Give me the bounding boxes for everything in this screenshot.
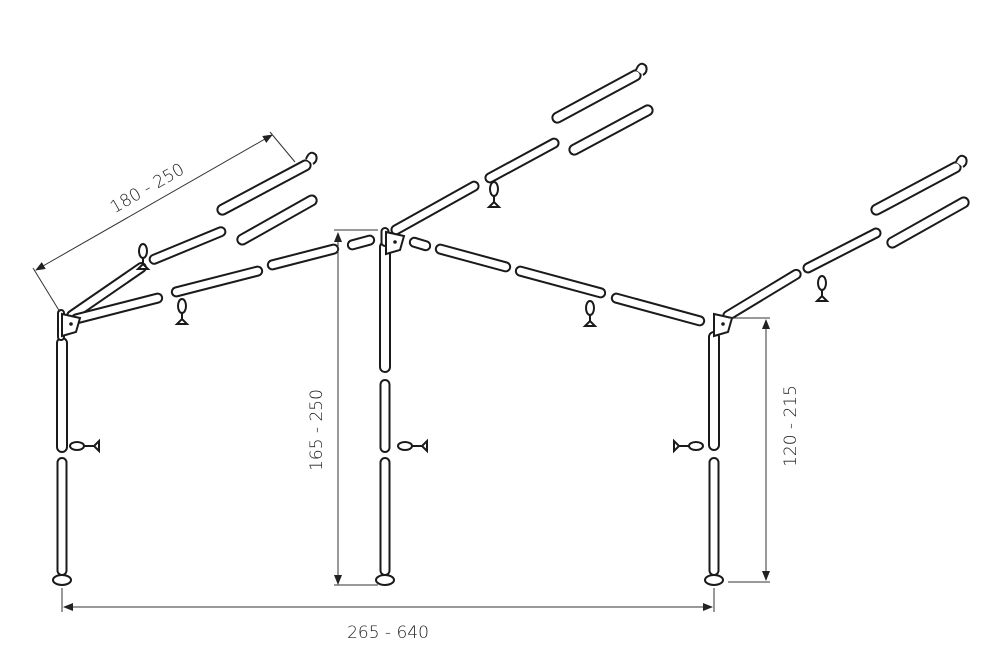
pole-tube <box>551 69 642 124</box>
pole-tube <box>379 379 391 453</box>
clamp-ring <box>138 243 148 259</box>
clamp-screw <box>814 290 830 302</box>
hook-end <box>955 154 968 168</box>
rafter-length-label: 180 - 250 <box>107 160 188 218</box>
pole-tube <box>610 292 706 327</box>
pole-tube <box>886 196 970 249</box>
pole-tube <box>870 161 962 216</box>
pole-tube <box>390 180 480 236</box>
pole-tube <box>484 137 560 184</box>
pole-tube <box>802 227 882 274</box>
pole-tube <box>56 457 68 576</box>
clamp-screw <box>673 438 689 454</box>
bracket-pin <box>721 322 725 326</box>
clamp-screw <box>582 315 598 327</box>
pole-tube <box>708 457 720 576</box>
clamp-ring <box>69 441 85 451</box>
pole-tube <box>266 243 340 271</box>
clamp-screw <box>486 196 502 208</box>
width-label: 265 - 640 <box>347 623 429 643</box>
pole-tube <box>379 457 391 576</box>
bracket-pin <box>69 322 73 326</box>
clamp-ring <box>688 441 704 451</box>
clamp-ring <box>177 298 187 314</box>
clamp-screw <box>84 438 100 454</box>
foot-plate <box>704 574 724 586</box>
foot-plate <box>52 574 72 586</box>
pole-tube <box>148 226 227 265</box>
pole-tube <box>379 241 391 373</box>
pole-tube <box>514 265 607 299</box>
clamp-screw <box>174 313 190 325</box>
pole-tube <box>408 236 432 252</box>
clamp-ring <box>585 300 595 316</box>
hook-end <box>305 151 318 165</box>
clamp-ring <box>397 441 413 451</box>
bracket-pin <box>393 240 397 244</box>
dimension-lines <box>32 131 770 612</box>
center-height-label: 165 - 250 <box>307 389 327 471</box>
pole-tube <box>434 243 512 273</box>
clamp-ring <box>489 181 499 197</box>
extension-line <box>32 267 61 313</box>
pole-tube <box>56 337 68 453</box>
foot-plate <box>375 574 395 586</box>
clamp-screw <box>412 438 428 454</box>
clamp-ring <box>817 275 827 291</box>
pole-tube <box>722 268 802 322</box>
side-height-label: 120 - 215 <box>781 385 801 467</box>
frame-tubes <box>52 62 970 586</box>
pole-tube <box>346 234 376 251</box>
pole-tube <box>708 331 720 451</box>
pole-tube <box>170 265 264 298</box>
hook-end <box>635 62 648 76</box>
rafter-dimension-line <box>35 134 273 271</box>
extension-line <box>269 131 296 163</box>
